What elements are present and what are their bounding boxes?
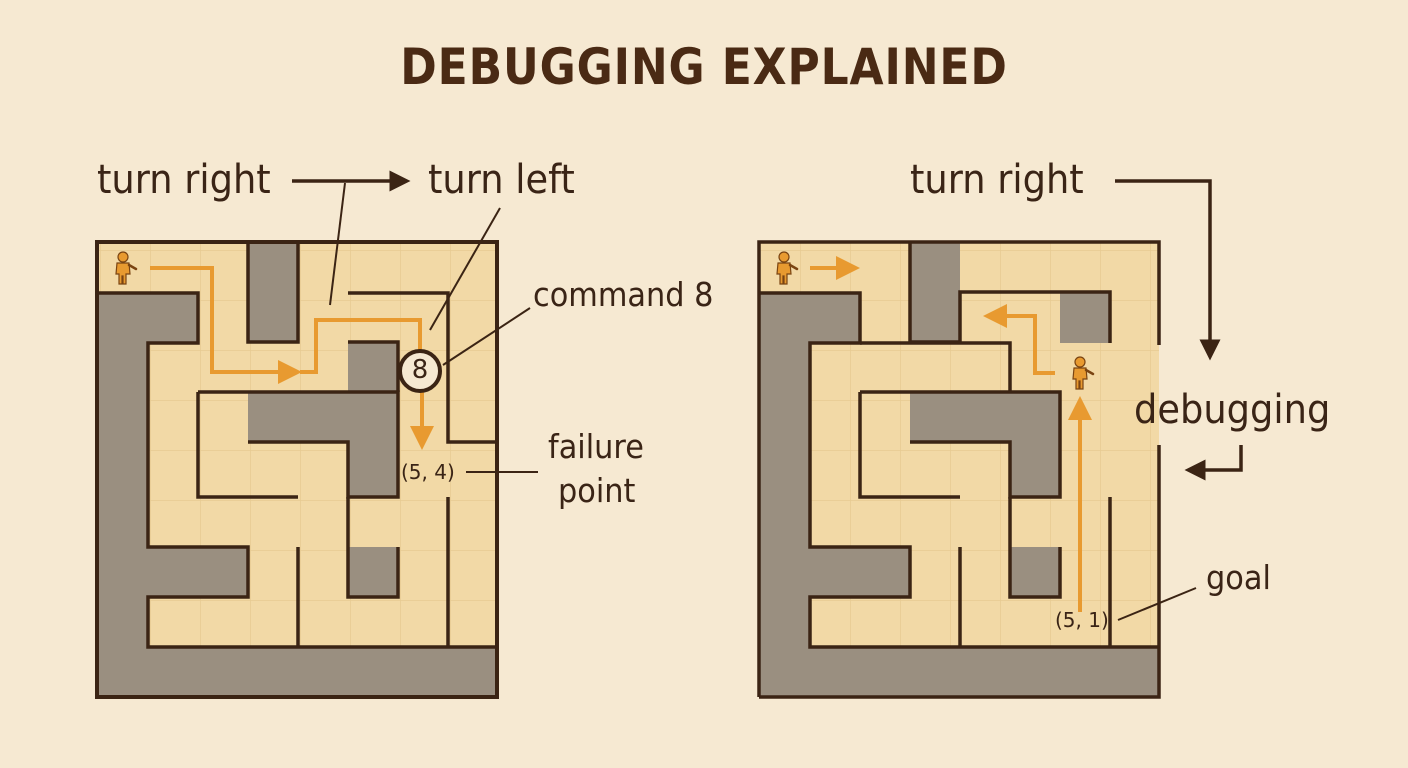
turn-right-arrow: [1115, 179, 1221, 361]
right-maze-walls: [759, 242, 1159, 697]
page-title: DEBUGGING EXPLAINED: [400, 38, 1008, 96]
label-turn-right-right: turn right: [910, 157, 1084, 203]
left-route: [150, 266, 302, 384]
label-turn-right-left: turn right: [97, 157, 271, 203]
coordinate-right: (5, 1): [1055, 608, 1109, 632]
right-maze: [757, 179, 1243, 699]
label-failure: failure: [548, 427, 644, 466]
label-point: point: [558, 471, 636, 510]
label-turn-left: turn left: [428, 157, 575, 203]
label-command: command 8: [533, 275, 714, 314]
debugging-return-arrow: [1184, 445, 1243, 481]
right-route-turn: [983, 304, 1055, 375]
command-number: 8: [411, 355, 429, 385]
left-route-2: [300, 318, 422, 374]
left-maze-lines: [95, 240, 499, 699]
command-circle: [398, 349, 442, 393]
label-debugging: debugging: [1134, 387, 1331, 433]
right-maze-lines: [757, 240, 1161, 699]
left-maze: [95, 170, 538, 699]
coordinate-left: (5, 4): [401, 460, 455, 484]
label-goal: goal: [1206, 558, 1271, 597]
left-maze-walls: [97, 242, 497, 697]
